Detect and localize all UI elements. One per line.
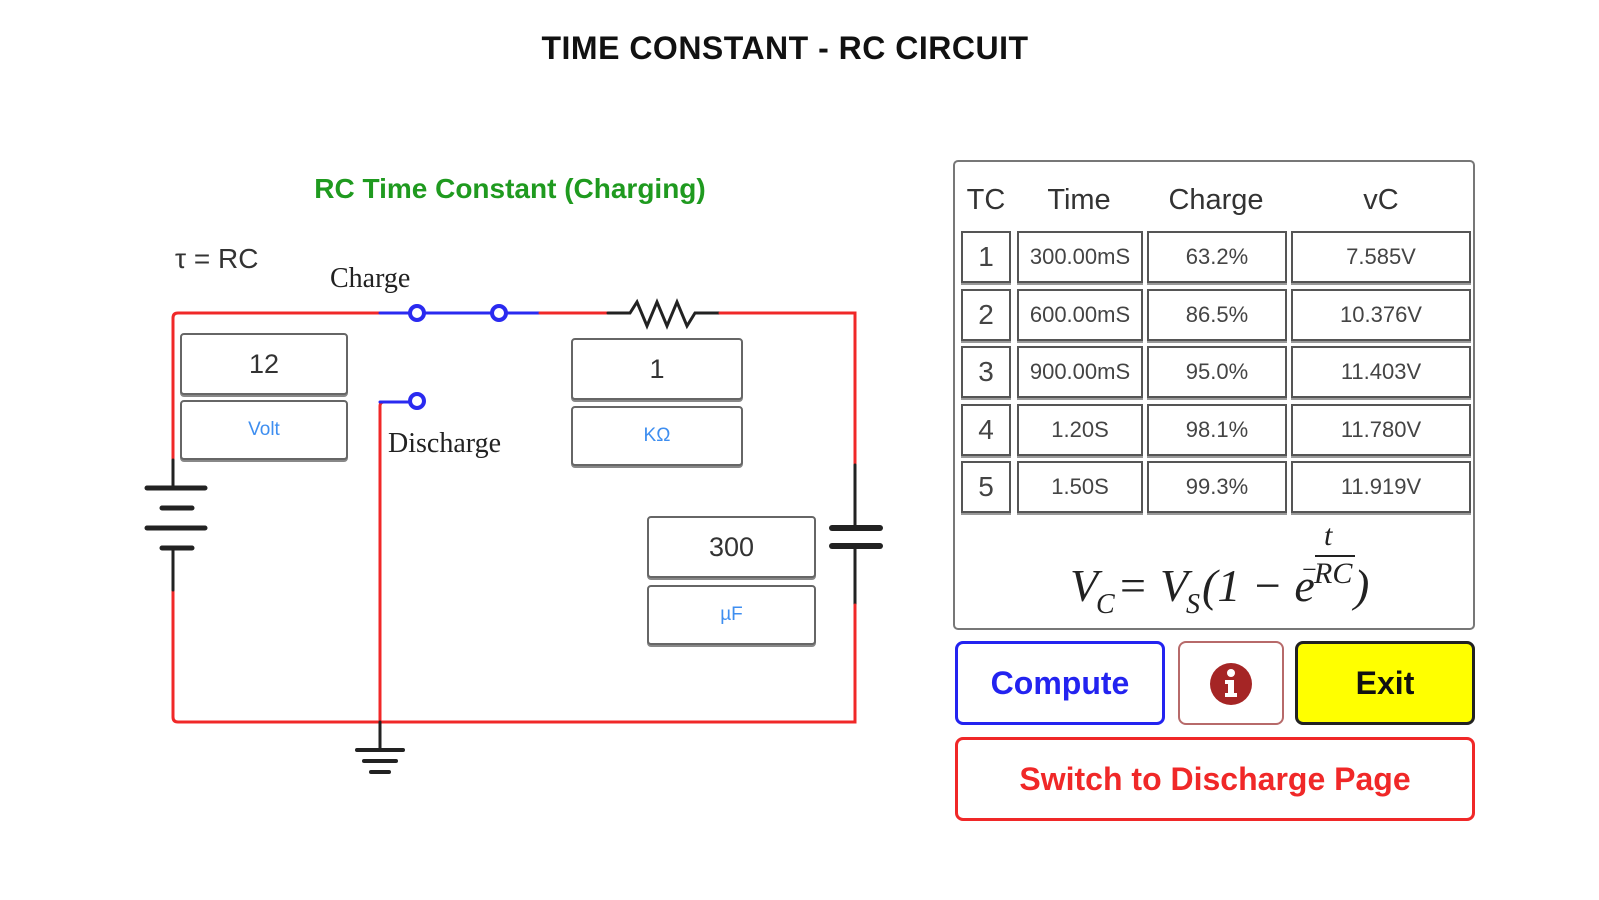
cell-charge: 95.0% — [1147, 346, 1287, 398]
header-tc: TC — [966, 184, 1006, 216]
cell-vc: 11.919V — [1291, 461, 1471, 513]
formula-exp-numerator: t — [1324, 519, 1333, 552]
formula-exp-minus: − — [1302, 555, 1317, 584]
cell-tc: 2 — [961, 288, 1011, 341]
cell-vc: 7.585V — [1291, 231, 1471, 283]
resistance-unit-selector[interactable]: KΩ — [571, 406, 743, 466]
tau-formula-label: τ = RC — [175, 243, 259, 274]
switch-to-discharge-button[interactable]: Switch to Discharge Page — [955, 737, 1475, 821]
circuit-subtitle: RC Time Constant (Charging) — [314, 173, 706, 204]
charge-switch-contact-left — [408, 304, 426, 322]
formula-vs-sub: S — [1186, 589, 1200, 620]
cell-charge: 86.5% — [1147, 288, 1287, 341]
formula-fraction-bar — [1315, 555, 1355, 557]
cell-time: 900.00mS — [1017, 346, 1143, 398]
formula-exp-denominator: RC — [1314, 557, 1353, 590]
cell-time: 300.00mS — [1017, 231, 1143, 283]
cell-vc: 10.376V — [1291, 288, 1471, 341]
charging-formula: V C = V S (1 − e − t RC ) — [1070, 519, 1370, 627]
resistor-symbol — [606, 298, 722, 330]
resistance-input[interactable]: 1 — [571, 338, 743, 400]
header-charge: Charge — [1168, 184, 1264, 216]
capacitance-unit-selector[interactable]: µF — [647, 585, 816, 645]
formula-paren-open: (1 − e — [1202, 560, 1315, 611]
info-circle-icon — [1210, 663, 1252, 705]
cell-tc: 4 — [961, 403, 1011, 456]
capacitance-input[interactable]: 300 — [647, 516, 816, 578]
formula-equals: = — [1120, 560, 1146, 611]
discharge-switch-contact — [408, 392, 426, 410]
cell-tc: 1 — [961, 231, 1011, 283]
charge-switch-contact-right — [490, 304, 508, 322]
formula-vc: V — [1070, 560, 1099, 611]
cell-charge: 63.2% — [1147, 231, 1287, 283]
voltage-input[interactable]: 12 — [180, 333, 348, 395]
circuit-diagram — [144, 298, 883, 774]
formula-vc-sub: C — [1096, 589, 1115, 620]
exit-button[interactable]: Exit — [1295, 641, 1475, 725]
cell-vc: 11.403V — [1291, 346, 1471, 398]
formula-paren-close: ) — [1354, 560, 1370, 611]
info-button[interactable] — [1178, 641, 1284, 725]
cell-time: 1.20S — [1017, 403, 1143, 456]
header-vc: vC — [1363, 184, 1399, 216]
cell-charge: 99.3% — [1147, 461, 1287, 513]
compute-button[interactable]: Compute — [955, 641, 1165, 725]
wire-top-left — [171, 311, 382, 472]
formula-vs: V — [1160, 560, 1189, 611]
cell-time: 1.50S — [1017, 461, 1143, 513]
voltage-unit-selector[interactable]: Volt — [180, 400, 348, 460]
header-time: Time — [1047, 184, 1111, 216]
cell-charge: 98.1% — [1147, 403, 1287, 456]
cell-tc: 3 — [961, 346, 1011, 398]
wire-top-right — [718, 311, 857, 467]
page-title: TIME CONSTANT - RC CIRCUIT — [541, 30, 1029, 66]
cell-time: 600.00mS — [1017, 288, 1143, 341]
discharge-switch-label: Discharge — [388, 428, 501, 459]
cell-vc: 11.780V — [1291, 403, 1471, 456]
wire-right-bottom — [171, 588, 857, 724]
cell-tc: 5 — [961, 461, 1011, 513]
charge-switch-label: Charge — [330, 263, 411, 294]
discharge-wire — [378, 400, 397, 724]
